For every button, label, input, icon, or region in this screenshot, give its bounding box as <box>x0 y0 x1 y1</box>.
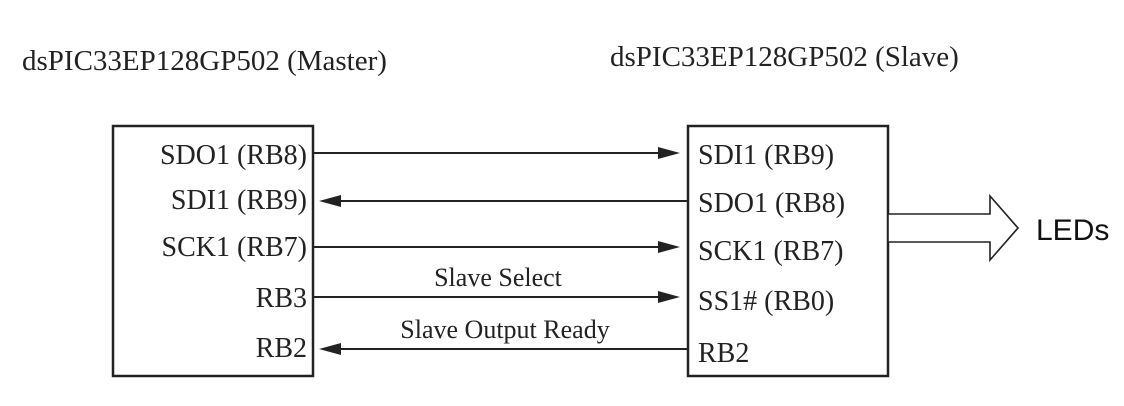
leds-label: LEDs <box>1036 214 1109 247</box>
master-pin-sdo1: SDO1 (RB8) <box>160 140 307 171</box>
wire-sdo-to-sdi <box>313 147 680 159</box>
slave-output-ready-label: Slave Output Ready <box>400 315 609 344</box>
slave-pin-rb2: RB2 <box>698 338 749 369</box>
slave-pin-sdi1: SDI1 (RB9) <box>698 140 834 171</box>
master-pin-sdi1: SDI1 (RB9) <box>171 185 307 216</box>
output-arrow <box>887 193 1020 263</box>
slave-title: dsPIC33EP128GP502 (Slave) <box>610 41 959 73</box>
master-pin-sck1: SCK1 (RB7) <box>162 232 307 263</box>
wire-slave-select <box>313 291 680 303</box>
slave-select-label: Slave Select <box>434 263 563 292</box>
slave-pin-sdo1: SDO1 (RB8) <box>698 188 845 219</box>
slave-pin-ss1: SS1# (RB0) <box>698 286 834 317</box>
slave-pin-sck1: SCK1 (RB7) <box>698 236 843 267</box>
master-title: dsPIC33EP128GP502 (Master) <box>22 45 387 77</box>
wire-sdo-to-sdi-return <box>319 195 688 207</box>
wire-slave-output-ready <box>319 343 688 355</box>
master-pin-rb2: RB2 <box>256 333 307 364</box>
master-box <box>111 124 315 378</box>
slave-box <box>686 124 890 378</box>
wire-sck <box>313 241 680 253</box>
master-pin-rb3: RB3 <box>256 283 307 314</box>
